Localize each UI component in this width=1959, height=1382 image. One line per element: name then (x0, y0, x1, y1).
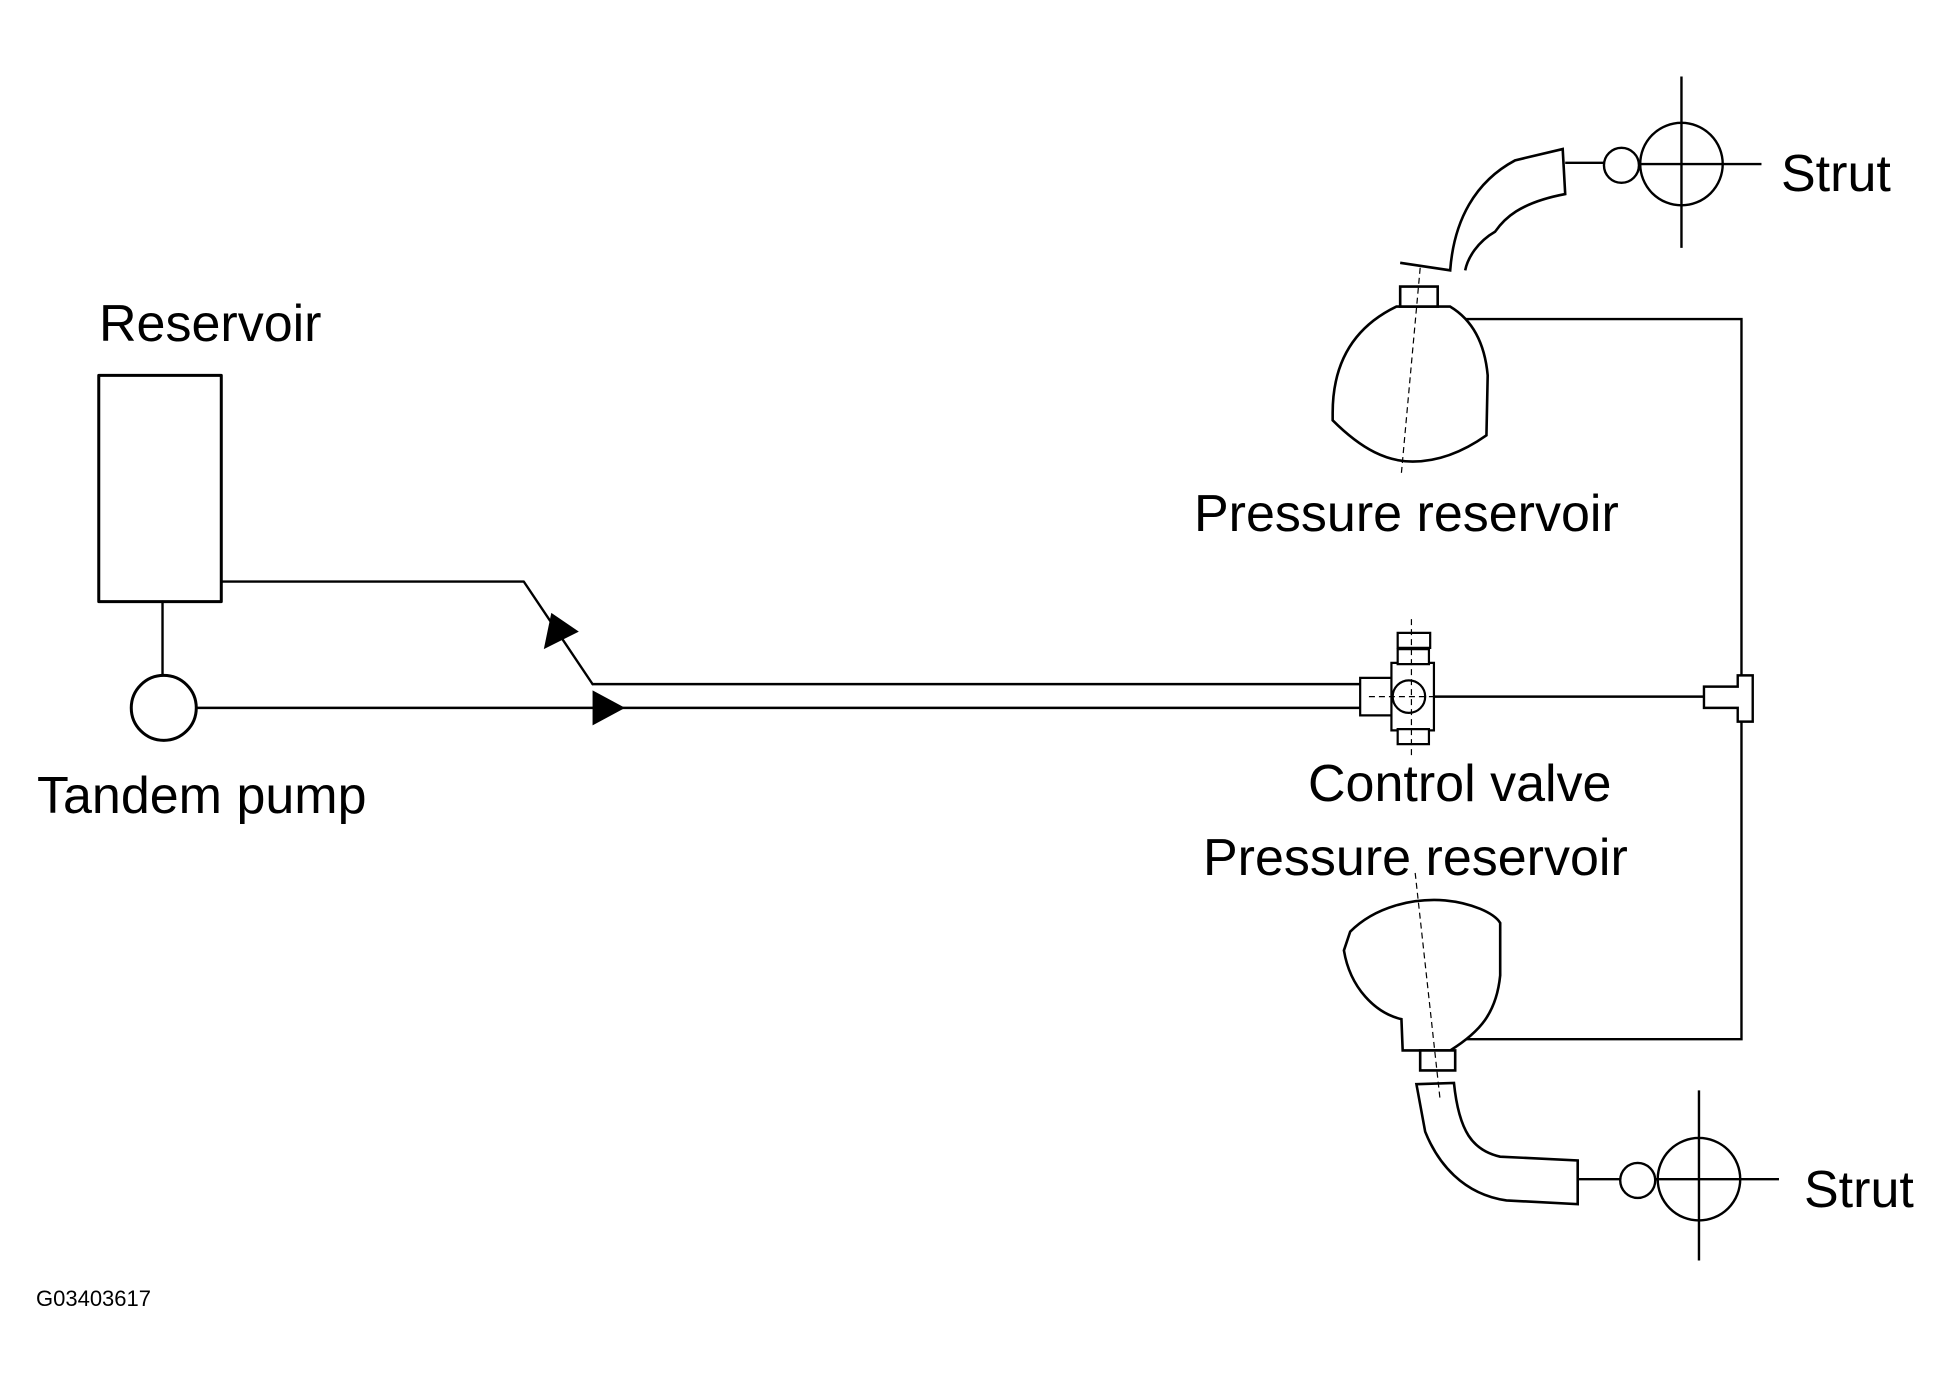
strut-bottom-label: Strut (1804, 1161, 1914, 1219)
pressure-reservoir-bottom-label: Pressure reservoir (1203, 829, 1628, 887)
strut-top-fitting (1604, 148, 1639, 183)
tandem-pump-symbol (131, 675, 196, 740)
pressure-reservoir-top-label: Pressure reservoir (1194, 485, 1619, 543)
pressure-reservoir-top-axis (1401, 268, 1420, 473)
reservoir-box (99, 375, 222, 601)
flow-arrow-pressure (592, 690, 626, 726)
pressure-reservoir-bottom-symbol (1344, 900, 1578, 1204)
strut-bottom-fitting (1620, 1163, 1655, 1198)
figure-id-label: G03403617 (36, 1286, 151, 1311)
pressure-reservoir-bottom-axis (1415, 873, 1440, 1101)
control-valve-symbol (1360, 633, 1434, 744)
pressure-reservoir-top-symbol (1333, 149, 1566, 462)
reservoir-label: Reservoir (99, 295, 322, 353)
tee-fitting (1704, 675, 1753, 721)
bus-line-bottom (1456, 722, 1741, 1040)
tandem-pump-label: Tandem pump (37, 767, 367, 825)
flow-arrow-return (543, 612, 579, 650)
strut-top-label: Strut (1781, 145, 1891, 203)
return-line (221, 582, 592, 685)
bus-line-top (1454, 319, 1742, 675)
control-valve-label: Control valve (1308, 755, 1612, 813)
